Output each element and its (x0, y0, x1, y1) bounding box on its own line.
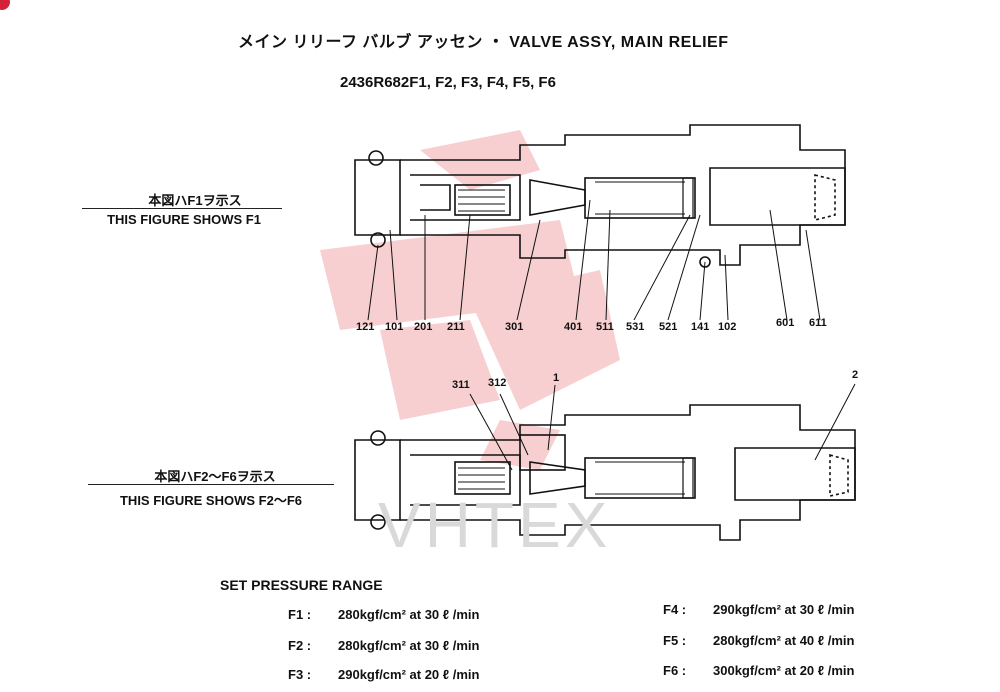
pressure-row: F2 : 280kgf/cm² at 30 ℓ /min (288, 638, 479, 653)
part-number: 601 (776, 317, 794, 329)
pressure-row-value: 290kgf/cm² at 30 ℓ /min (713, 602, 855, 617)
pressure-row-value: 280kgf/cm² at 30 ℓ /min (338, 638, 480, 653)
pressure-row-label: F2 : (288, 638, 312, 653)
pressure-row-label: F6 : (663, 663, 687, 678)
pressure-row-label: F3 : (288, 667, 312, 682)
part-number: 101 (385, 321, 403, 333)
part-number: 102 (718, 321, 736, 333)
watermark-text: VHTEX (378, 489, 612, 561)
pressure-row-value: 280kgf/cm² at 30 ℓ /min (338, 607, 480, 622)
part-number: 531 (626, 321, 644, 333)
figure2-caption-jp: 本図ハF2〜F6ヲ示ス (154, 469, 276, 484)
part-number: 521 (659, 321, 677, 333)
figure2-caption-en: THIS FIGURE SHOWS F2〜F6 (119, 493, 302, 508)
pressure-row: F6 : 300kgf/cm² at 20 ℓ /min (663, 663, 854, 678)
figure1-caption-jp: 本図ハF1ヲ示ス (148, 193, 242, 208)
figure2-drawing (354, 404, 856, 541)
callout-number: 311 (452, 379, 470, 391)
pressure-row-label: F1 : (288, 607, 312, 622)
pressure-row: F3 : 290kgf/cm² at 20 ℓ /min (288, 667, 479, 682)
watermark-logo (320, 130, 620, 470)
page-title: メイン リリーフ バルブ アッセン ・ VALVE ASSY, MAIN REL… (238, 34, 729, 51)
set-pressure-heading: SET PRESSURE RANGE (220, 577, 383, 593)
part-number: 301 (505, 321, 523, 333)
figure1-part-numbers: 121 101 201 211 301 401 511 531 521 141 … (356, 317, 827, 333)
figure1-leaders (367, 199, 821, 321)
pressure-row-label: F5 : (663, 633, 687, 648)
part-number: 511 (596, 321, 614, 333)
pressure-row: F4 : 290kgf/cm² at 30 ℓ /min (663, 602, 854, 617)
part-number: 121 (356, 321, 374, 333)
pressure-row-label: F4 : (663, 602, 687, 617)
callout-number: 1 (553, 372, 559, 384)
part-number: 211 (447, 321, 465, 333)
pressure-row: F1 : 280kgf/cm² at 30 ℓ /min (288, 607, 479, 622)
figure1-caption-rule (82, 208, 282, 209)
part-number: 201 (414, 321, 432, 333)
callout-number: 312 (488, 377, 506, 389)
corner-badge (0, 0, 10, 10)
callout-number: 2 (852, 369, 858, 381)
figure2-leaders (469, 383, 856, 471)
model-number: 2436R682F1, F2, F3, F4, F5, F6 (340, 74, 556, 91)
figure2-callouts: 311 312 1 2 (452, 369, 858, 391)
pressure-row-value: 300kgf/cm² at 20 ℓ /min (713, 663, 855, 678)
figure2-caption-rule (88, 484, 334, 485)
part-number: 141 (691, 321, 709, 333)
pressure-row-value: 290kgf/cm² at 20 ℓ /min (338, 667, 480, 682)
part-number: 611 (809, 317, 827, 329)
part-number: 401 (564, 321, 582, 333)
pressure-row: F5 : 280kgf/cm² at 40 ℓ /min (663, 633, 854, 648)
figure1-caption-en: THIS FIGURE SHOWS F1 (107, 212, 261, 227)
pressure-row-value: 280kgf/cm² at 40 ℓ /min (713, 633, 855, 648)
figure1-drawing (354, 124, 846, 268)
